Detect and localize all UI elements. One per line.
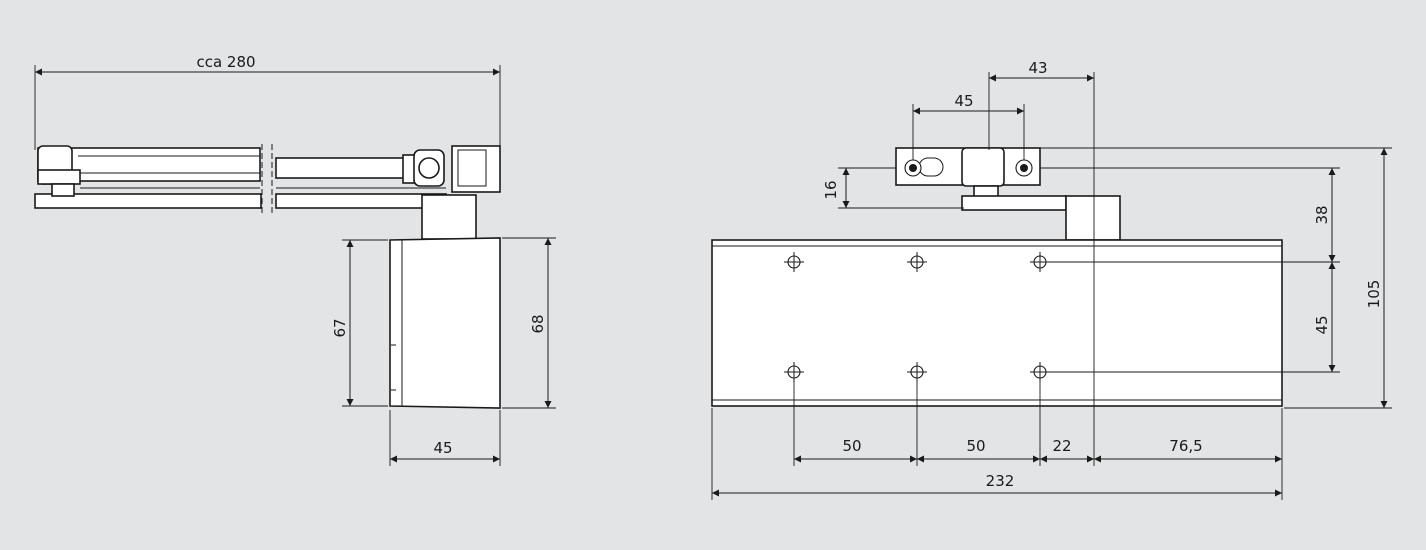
front-view: 43 45 16 38 45 105 50 bbox=[711, 59, 1392, 500]
overall-length-label: cca 280 bbox=[196, 53, 255, 71]
arm-offset-label: 43 bbox=[1028, 59, 1047, 77]
axis-to-end-label: 76,5 bbox=[1169, 437, 1202, 455]
bracket-height-label: 16 bbox=[822, 180, 840, 199]
overall-width-label: 232 bbox=[986, 472, 1015, 490]
body-height-front-label: 67 bbox=[331, 318, 349, 337]
mounting-hole bbox=[784, 252, 804, 272]
closer-body-front bbox=[711, 239, 1283, 407]
closer-body-side bbox=[389, 194, 501, 409]
hole-to-axis-label: 22 bbox=[1052, 437, 1071, 455]
mounting-bracket bbox=[895, 147, 1121, 241]
hole-row-spacing-label: 45 bbox=[1313, 315, 1331, 334]
mounting-holes bbox=[784, 252, 1050, 382]
closer-arm bbox=[34, 140, 501, 215]
arm-to-holes-label: 38 bbox=[1313, 205, 1331, 224]
body-height-back-label: 68 bbox=[529, 314, 547, 333]
overall-height-label: 105 bbox=[1365, 280, 1383, 309]
side-view: cca 280 bbox=[34, 53, 556, 466]
hole-spacing-2-label: 50 bbox=[966, 437, 985, 455]
bracket-hole-spacing-label: 45 bbox=[954, 92, 973, 110]
hole-spacing-1-label: 50 bbox=[842, 437, 861, 455]
body-depth-label: 45 bbox=[433, 439, 452, 457]
mounting-hole bbox=[907, 252, 927, 272]
